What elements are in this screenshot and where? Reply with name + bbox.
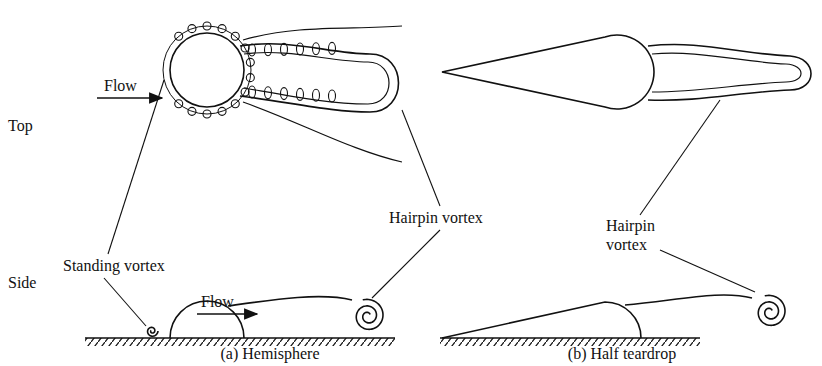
vortex-coil bbox=[297, 88, 304, 100]
leader-line bbox=[660, 250, 755, 292]
vortex-coil bbox=[231, 32, 239, 40]
annotation-label: Flow bbox=[104, 76, 137, 95]
panel-caption: (a) Hemisphere bbox=[220, 344, 319, 363]
vortex-coil bbox=[313, 89, 320, 101]
vortex-coil bbox=[249, 44, 256, 56]
leader-line bbox=[640, 100, 720, 215]
wake-line bbox=[243, 26, 402, 40]
ground-hatch bbox=[85, 338, 395, 346]
vortex-coil bbox=[246, 58, 254, 66]
annotation-label: Hairpin vortex bbox=[606, 216, 670, 254]
hairpin-vortex-side bbox=[625, 295, 752, 305]
annotation-label: Side bbox=[8, 273, 36, 292]
ground-hatch bbox=[440, 338, 700, 346]
hairpin-vortex-top bbox=[648, 45, 811, 101]
flow-arrow bbox=[97, 97, 162, 99]
vortex-coil bbox=[281, 88, 288, 100]
flow-arrow bbox=[197, 313, 257, 315]
vortex-coil bbox=[265, 44, 272, 56]
vortex-coil bbox=[175, 100, 183, 108]
vortex-coil bbox=[203, 22, 211, 30]
vortex-coil bbox=[265, 87, 272, 99]
hairpin-vortex-side bbox=[228, 297, 352, 306]
teardrop-side bbox=[442, 302, 641, 338]
vortex-spiral bbox=[148, 327, 158, 336]
teardrop-top bbox=[442, 35, 654, 109]
hairpin-vortex-top bbox=[652, 53, 801, 92]
annotation-label: Standing vortex bbox=[63, 256, 165, 275]
hairpin-vortex-top bbox=[244, 53, 389, 104]
vortex-coil bbox=[281, 43, 288, 55]
vortex-coil bbox=[249, 86, 256, 98]
annotation-label: Flow bbox=[201, 292, 234, 311]
vortex-coil bbox=[175, 32, 183, 40]
vortex-coil bbox=[188, 107, 196, 115]
vortex-spiral bbox=[356, 299, 383, 329]
vortex-coil bbox=[231, 100, 239, 108]
vortex-coil bbox=[218, 107, 226, 115]
vortex-spiral bbox=[758, 295, 785, 325]
standing-vortex-ring bbox=[163, 26, 251, 114]
vortex-coil bbox=[313, 43, 320, 55]
vortex-coil bbox=[246, 74, 254, 82]
vortex-coil bbox=[188, 25, 196, 33]
leader-line bbox=[104, 278, 146, 326]
annotation-label: Top bbox=[8, 116, 33, 135]
vortex-coil bbox=[218, 25, 226, 33]
annotation-label: Hairpin vortex bbox=[389, 208, 483, 227]
vortex-coil bbox=[241, 88, 249, 96]
leader-line bbox=[402, 110, 440, 206]
vortex-coil bbox=[203, 110, 211, 118]
panel-caption: (b) Half teardrop bbox=[568, 344, 676, 363]
vortex-coil bbox=[241, 44, 249, 52]
leader-line bbox=[372, 230, 440, 298]
hemisphere-top bbox=[170, 33, 244, 107]
leader-line bbox=[108, 80, 164, 254]
vortex-coil bbox=[329, 90, 336, 102]
wake-line bbox=[243, 102, 402, 162]
vortex-coil bbox=[297, 43, 304, 55]
hairpin-vortex-top bbox=[240, 44, 399, 112]
vortex-coil bbox=[329, 42, 336, 54]
